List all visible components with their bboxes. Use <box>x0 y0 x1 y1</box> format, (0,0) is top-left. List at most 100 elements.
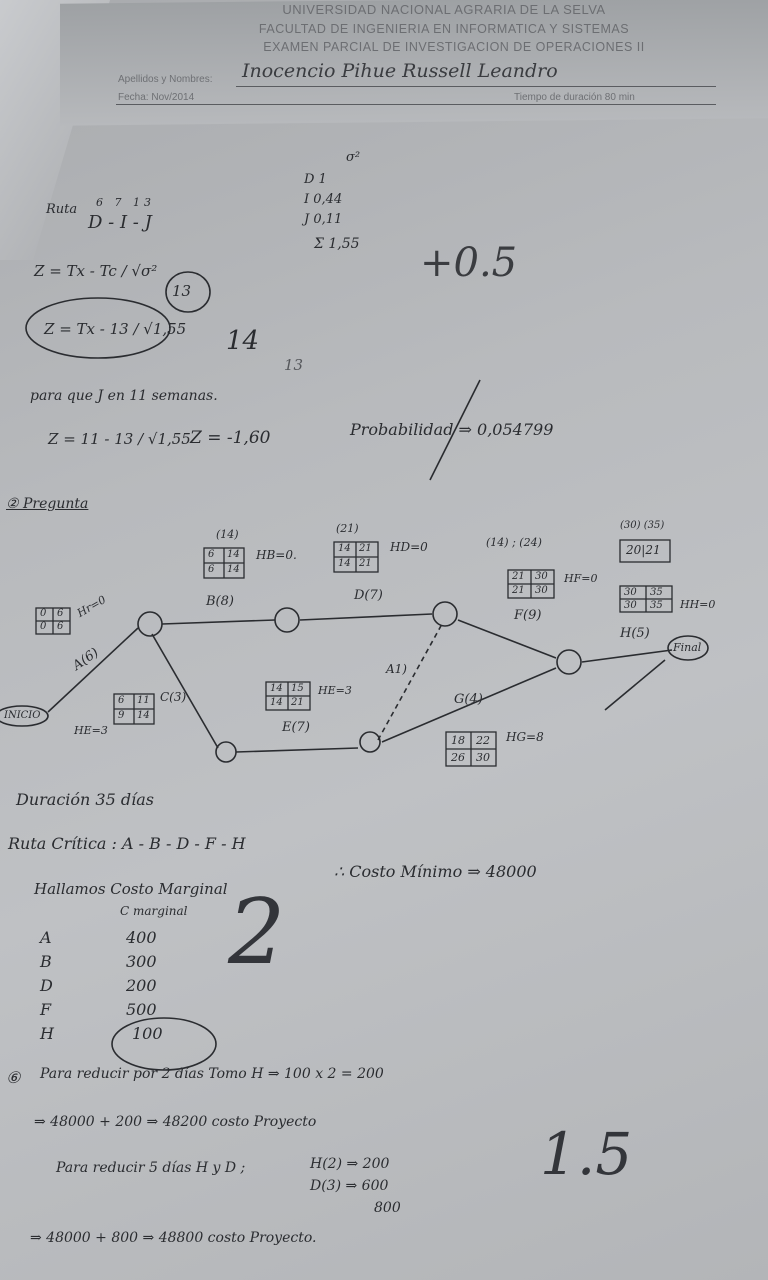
h-cost-ring <box>111 1017 217 1071</box>
extra-label-30-35: (30) (35) <box>620 520 665 531</box>
grade-part-c: 1.5 <box>540 1120 633 1188</box>
box-e-bl: 14 <box>270 697 283 708</box>
box-d-h: HD=0 <box>390 540 428 554</box>
hallamos-costo-marginal: Hallamos Costo Marginal <box>34 880 228 898</box>
extra-label-20-21: 20|21 <box>626 543 661 557</box>
reduction-sum: 800 <box>374 1200 401 1216</box>
activity-h-label: H(5) <box>620 626 650 641</box>
box-g-br: 30 <box>476 751 490 764</box>
arrow-a <box>47 627 139 713</box>
box-e-h: HE=3 <box>318 684 352 697</box>
variance-row-j: J 0,11 <box>304 212 343 227</box>
extra-label-21: (21) <box>336 522 359 535</box>
box-c-br: 14 <box>137 710 150 721</box>
box-top-right <box>619 539 671 563</box>
box-c-tl: 6 <box>118 695 125 706</box>
name-underline <box>236 86 716 87</box>
z-calculation: Z = 11 - 13 / √1,55 <box>48 430 191 448</box>
university-title: UNIVERSIDAD NACIONAL AGRARIA DE LA SELVA <box>282 2 606 17</box>
box-b-h: HB=0. <box>256 548 297 562</box>
d-reduction-cost: D(3) ⇒ 600 <box>310 1178 389 1194</box>
box-c-h: HE=3 <box>74 724 108 737</box>
duration-label: Tiempo de duración 80 min <box>514 92 635 103</box>
box-h-h: HH=0 <box>680 598 716 611</box>
box-e-tr: 15 <box>291 683 304 694</box>
box-a-bl: 0 <box>40 621 47 632</box>
activity-d-label: D(7) <box>354 588 383 603</box>
name-label: Apellidos y Nombres: <box>118 74 213 85</box>
box-h-tl: 30 <box>624 587 637 598</box>
date-underline <box>116 104 716 105</box>
faculty-title: FACULTAD DE INGENIERIA EN INFORMATICA Y … <box>258 22 630 36</box>
node-2 <box>274 607 300 633</box>
box-g-tl: 18 <box>451 734 465 747</box>
box-b-br: 14 <box>227 564 240 575</box>
variance-row-d: D 1 <box>304 172 327 187</box>
cost-h-value: 100 <box>132 1024 163 1043</box>
ruta-numbers: 6 7 13 <box>96 196 155 209</box>
pregunta-6-number: ⑥ <box>6 1068 21 1087</box>
pregunta-2-title: ② Pregunta <box>6 496 89 512</box>
student-name: Inocencio Pihue Russell Leandro <box>242 60 558 82</box>
z-result: Z = -1,60 <box>190 428 271 448</box>
cost-f-activity: F <box>40 1000 52 1019</box>
box-d-bl: 14 <box>338 558 351 569</box>
node-inicio-label: INICIO <box>4 710 41 721</box>
para-que-line: para que J en 11 semanas. <box>30 388 218 404</box>
node-3 <box>432 601 458 627</box>
strike-mark <box>604 659 666 711</box>
box-f-br: 30 <box>535 585 548 596</box>
cost-b-activity: B <box>40 952 52 971</box>
node-5 <box>359 731 381 753</box>
arrow-f <box>457 619 557 659</box>
ruta-critica: Ruta Crítica : A - B - D - F - H <box>8 834 246 853</box>
activity-dummy-label: A1) <box>386 662 407 676</box>
cost-b-value: 300 <box>126 952 157 971</box>
note-14: 14 <box>226 326 260 356</box>
box-d-br: 21 <box>359 558 372 569</box>
box-b-tr: 14 <box>227 549 240 560</box>
probabilidad: Probabilidad ⇒ 0,054799 <box>350 420 554 439</box>
arrow-h <box>581 649 673 663</box>
c-marginal-header: C marginal <box>120 904 188 918</box>
activity-f-label: F(9) <box>514 608 542 623</box>
part-c-line-4: ⇒ 48000 + 800 ⇒ 48800 costo Proyecto. <box>30 1230 317 1246</box>
z-sub-ring <box>25 297 171 359</box>
cost-d-value: 200 <box>126 976 157 995</box>
box-g-bl: 26 <box>451 751 465 764</box>
box-h-br: 35 <box>650 600 663 611</box>
arrow-g <box>381 667 557 743</box>
part-c-line-2: ⇒ 48000 + 200 ⇒ 48200 costo Proyecto <box>34 1114 317 1130</box>
variance-sum: Σ 1,55 <box>314 236 360 252</box>
arrow-c <box>151 633 219 749</box>
note-13: 13 <box>284 356 304 374</box>
cost-d-activity: D <box>40 976 53 995</box>
box-g-h: HG=8 <box>506 730 544 744</box>
ruta-label: Ruta <box>46 202 78 217</box>
node-final <box>667 635 709 661</box>
box-h-tr: 35 <box>650 587 663 598</box>
circled-13: 13 <box>172 282 192 300</box>
probability-strike <box>429 379 481 481</box>
node-4 <box>215 741 237 763</box>
box-b-tl: 6 <box>208 549 215 560</box>
date-label: Fecha: Nov/2014 <box>118 92 195 103</box>
cost-a-activity: A <box>40 928 52 947</box>
extra-label-14: (14) <box>216 528 239 541</box>
box-a-br: 6 <box>57 621 64 632</box>
costo-minimo: ∴ Costo Mínimo ⇒ 48000 <box>334 862 537 881</box>
arrow-e <box>235 747 359 753</box>
box-a-tl: 0 <box>40 608 47 619</box>
box-b-bl: 6 <box>208 564 215 575</box>
grade-part-a: +0.5 <box>420 240 518 286</box>
box-f-bl: 21 <box>512 585 525 596</box>
grade-part-b: 2 <box>228 880 286 985</box>
box-c-tr: 11 <box>137 695 150 706</box>
part-c-line-3: Para reducir 5 días H y D ; <box>56 1160 246 1176</box>
box-c-bl: 9 <box>118 710 125 721</box>
box-h-bl: 30 <box>624 600 637 611</box>
h-reduction-cost: H(2) ⇒ 200 <box>310 1156 390 1172</box>
variance-header: σ² <box>346 150 361 165</box>
exam-title: EXAMEN PARCIAL DE INVESTIGACION DE OPERA… <box>263 40 645 54</box>
